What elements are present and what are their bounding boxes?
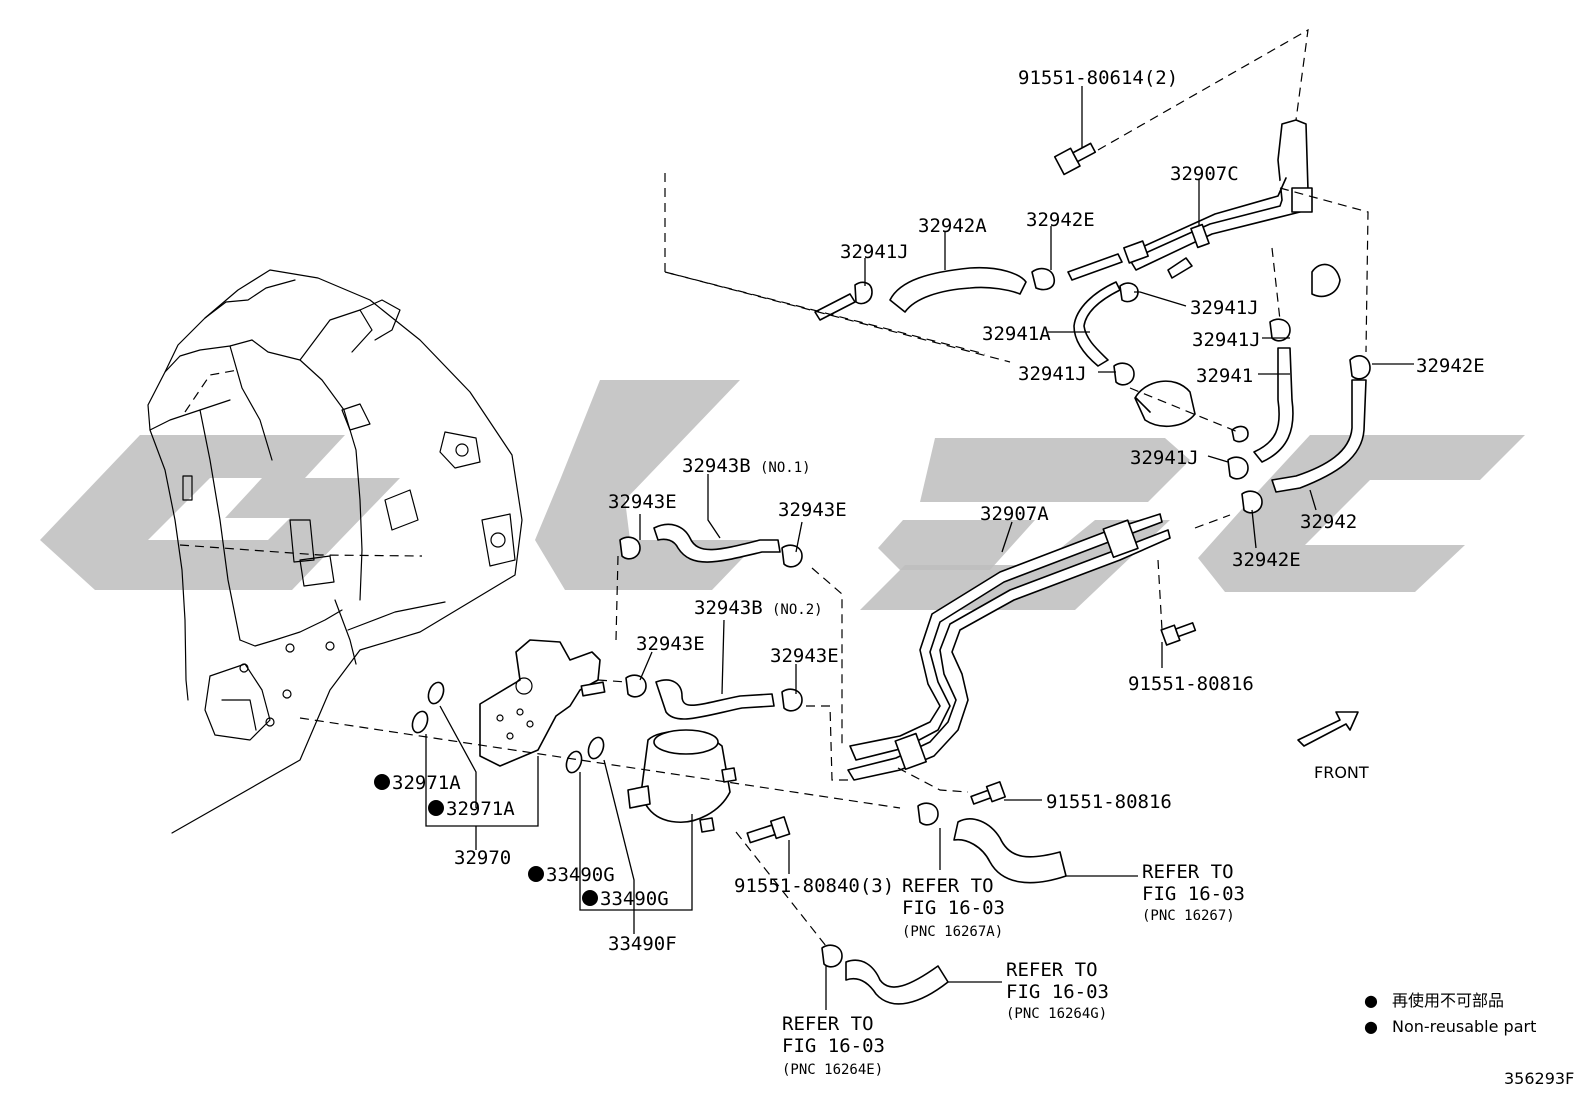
callout-labels: 91551-80614(2) 32907C 32942A 32942E 3294…	[374, 67, 1574, 1088]
label-32943e-2: 32943E	[778, 499, 847, 521]
label-32943b-no2-note: (NO.2)	[772, 602, 823, 618]
refer-3-pnc: (PNC 16264G)	[1006, 1006, 1107, 1022]
non-reusable-marker-icon	[528, 866, 544, 882]
label-32942e-low: 32942E	[1232, 549, 1301, 571]
legend-bullet-jp: ●	[1364, 991, 1378, 1010]
label-32971a-2: 32971A	[446, 798, 515, 820]
refer-3-line1: REFER TO	[1006, 959, 1098, 981]
leader-lines	[299, 28, 1414, 1010]
legend-en: Non-reusable part	[1392, 1017, 1536, 1036]
label-32907a: 32907A	[980, 503, 1049, 525]
front-label: FRONT	[1314, 763, 1369, 782]
refer-2-pnc: (PNC 16267)	[1142, 908, 1235, 924]
label-32971a-1: 32971A	[392, 772, 461, 794]
bolt-91551-80816-b-icon	[970, 781, 1007, 805]
label-33490g-2: 33490G	[600, 888, 669, 910]
label-32943e-1: 32943E	[608, 491, 677, 513]
legend-bullet-en: ●	[1364, 1017, 1378, 1036]
label-91551-80816-b: 91551-80816	[1046, 791, 1172, 813]
non-reusable-marker-icon	[582, 890, 598, 906]
front-arrow-icon	[1297, 711, 1359, 747]
refer-4-line1: REFER TO	[782, 1013, 874, 1035]
parts-artwork	[411, 119, 1371, 1005]
label-32943b-no1: 32943B	[682, 455, 751, 477]
refer-3-line2: FIG 16-03	[1006, 981, 1109, 1003]
figure-code: 356293F	[1504, 1069, 1574, 1088]
legend-jp: 再使用不可部品	[1392, 991, 1504, 1010]
label-32941a: 32941A	[982, 323, 1051, 345]
bolt-91551-80614-icon	[1053, 142, 1097, 176]
label-33490f: 33490F	[608, 933, 677, 955]
label-32942e-right: 32942E	[1416, 355, 1485, 377]
label-32943e-3: 32943E	[636, 633, 705, 655]
non-reusable-marker-icon	[374, 774, 390, 790]
label-32941: 32941	[1196, 365, 1253, 387]
label-32942a: 32942A	[918, 215, 987, 237]
bolt-91551-80840-icon	[746, 816, 791, 844]
non-reusable-marker-icon	[428, 800, 444, 816]
label-32941j-4: 32941J	[1018, 363, 1087, 385]
label-32943b-no1-note: (NO.1)	[760, 460, 811, 476]
label-32943e-4: 32943E	[770, 645, 839, 667]
watermark-logo	[40, 380, 1525, 610]
label-32941j-5: 32941J	[1130, 447, 1199, 469]
label-32941j-1: 32941J	[840, 241, 909, 263]
refer-1-pnc: (PNC 16267A)	[902, 924, 1003, 940]
label-32942e-top: 32942E	[1026, 209, 1095, 231]
label-32943b-no2: 32943B	[694, 597, 763, 619]
label-91551-80614: 91551-80614(2)	[1018, 67, 1178, 89]
label-32942: 32942	[1300, 511, 1357, 533]
bolt-91551-80816-a-icon	[1160, 622, 1197, 646]
refer-2-line1: REFER TO	[1142, 861, 1234, 883]
refer-4-pnc: (PNC 16264E)	[782, 1062, 883, 1078]
refer-2-line2: FIG 16-03	[1142, 883, 1245, 905]
refer-4-line2: FIG 16-03	[782, 1035, 885, 1057]
label-91551-80816-a: 91551-80816	[1128, 673, 1254, 695]
label-91551-80840: 91551-80840(3)	[734, 875, 894, 897]
label-32970: 32970	[454, 847, 511, 869]
label-32941j-2: 32941J	[1190, 297, 1259, 319]
refer-1-line1: REFER TO	[902, 875, 994, 897]
label-33490g-1: 33490G	[546, 864, 615, 886]
transmission-housing	[147, 269, 523, 834]
label-32941j-3: 32941J	[1192, 329, 1261, 351]
refer-1-line2: FIG 16-03	[902, 897, 1005, 919]
label-32907c: 32907C	[1170, 163, 1239, 185]
